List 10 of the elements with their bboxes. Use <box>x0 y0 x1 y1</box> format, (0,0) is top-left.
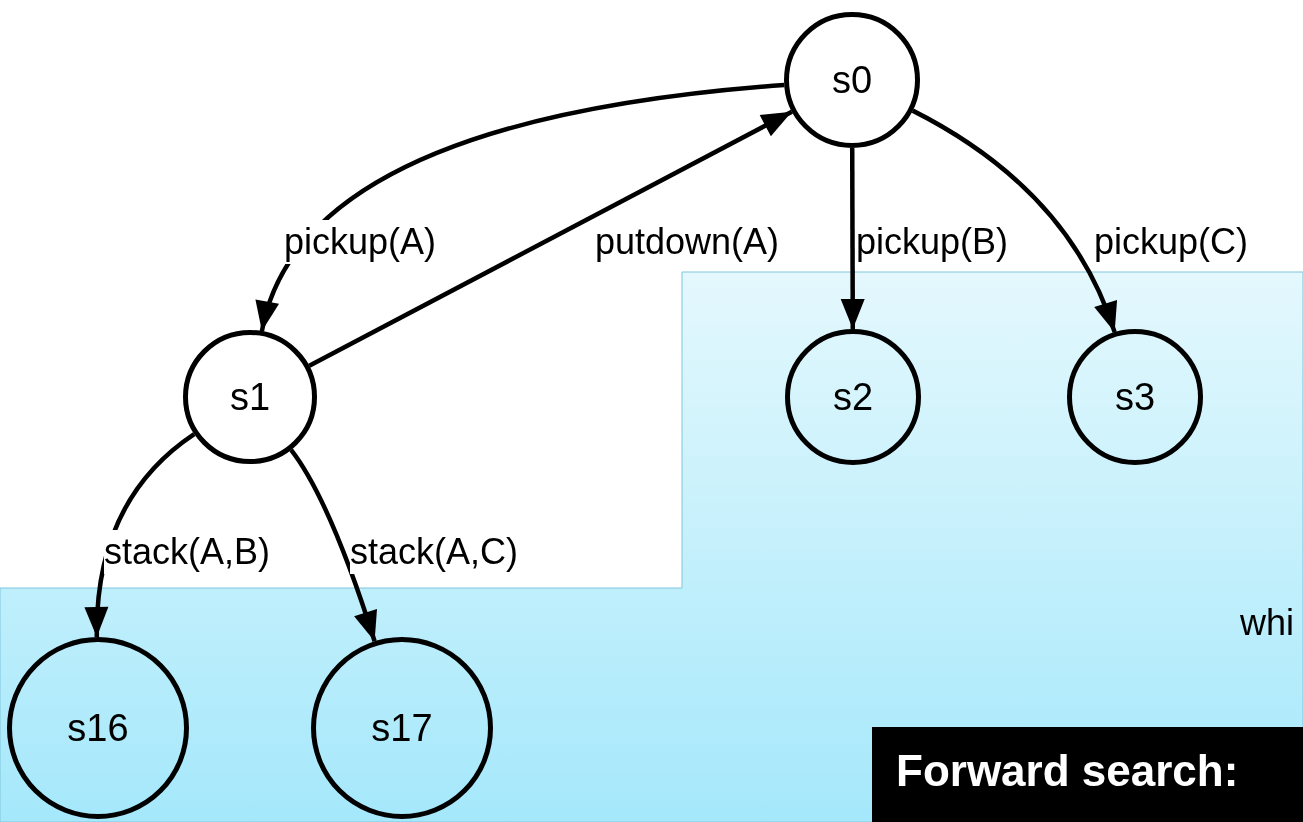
arrow <box>308 109 793 368</box>
text-fragment: whi <box>1240 601 1295 645</box>
arrow <box>85 432 196 638</box>
arrow <box>258 82 785 332</box>
arrow <box>840 148 865 329</box>
edge-label: stack(A,B) <box>104 530 271 574</box>
slide-title: Forward search: <box>872 727 1303 822</box>
arrow <box>911 108 1117 333</box>
edge-label: pickup(A) <box>284 220 437 264</box>
arrow <box>289 448 377 642</box>
